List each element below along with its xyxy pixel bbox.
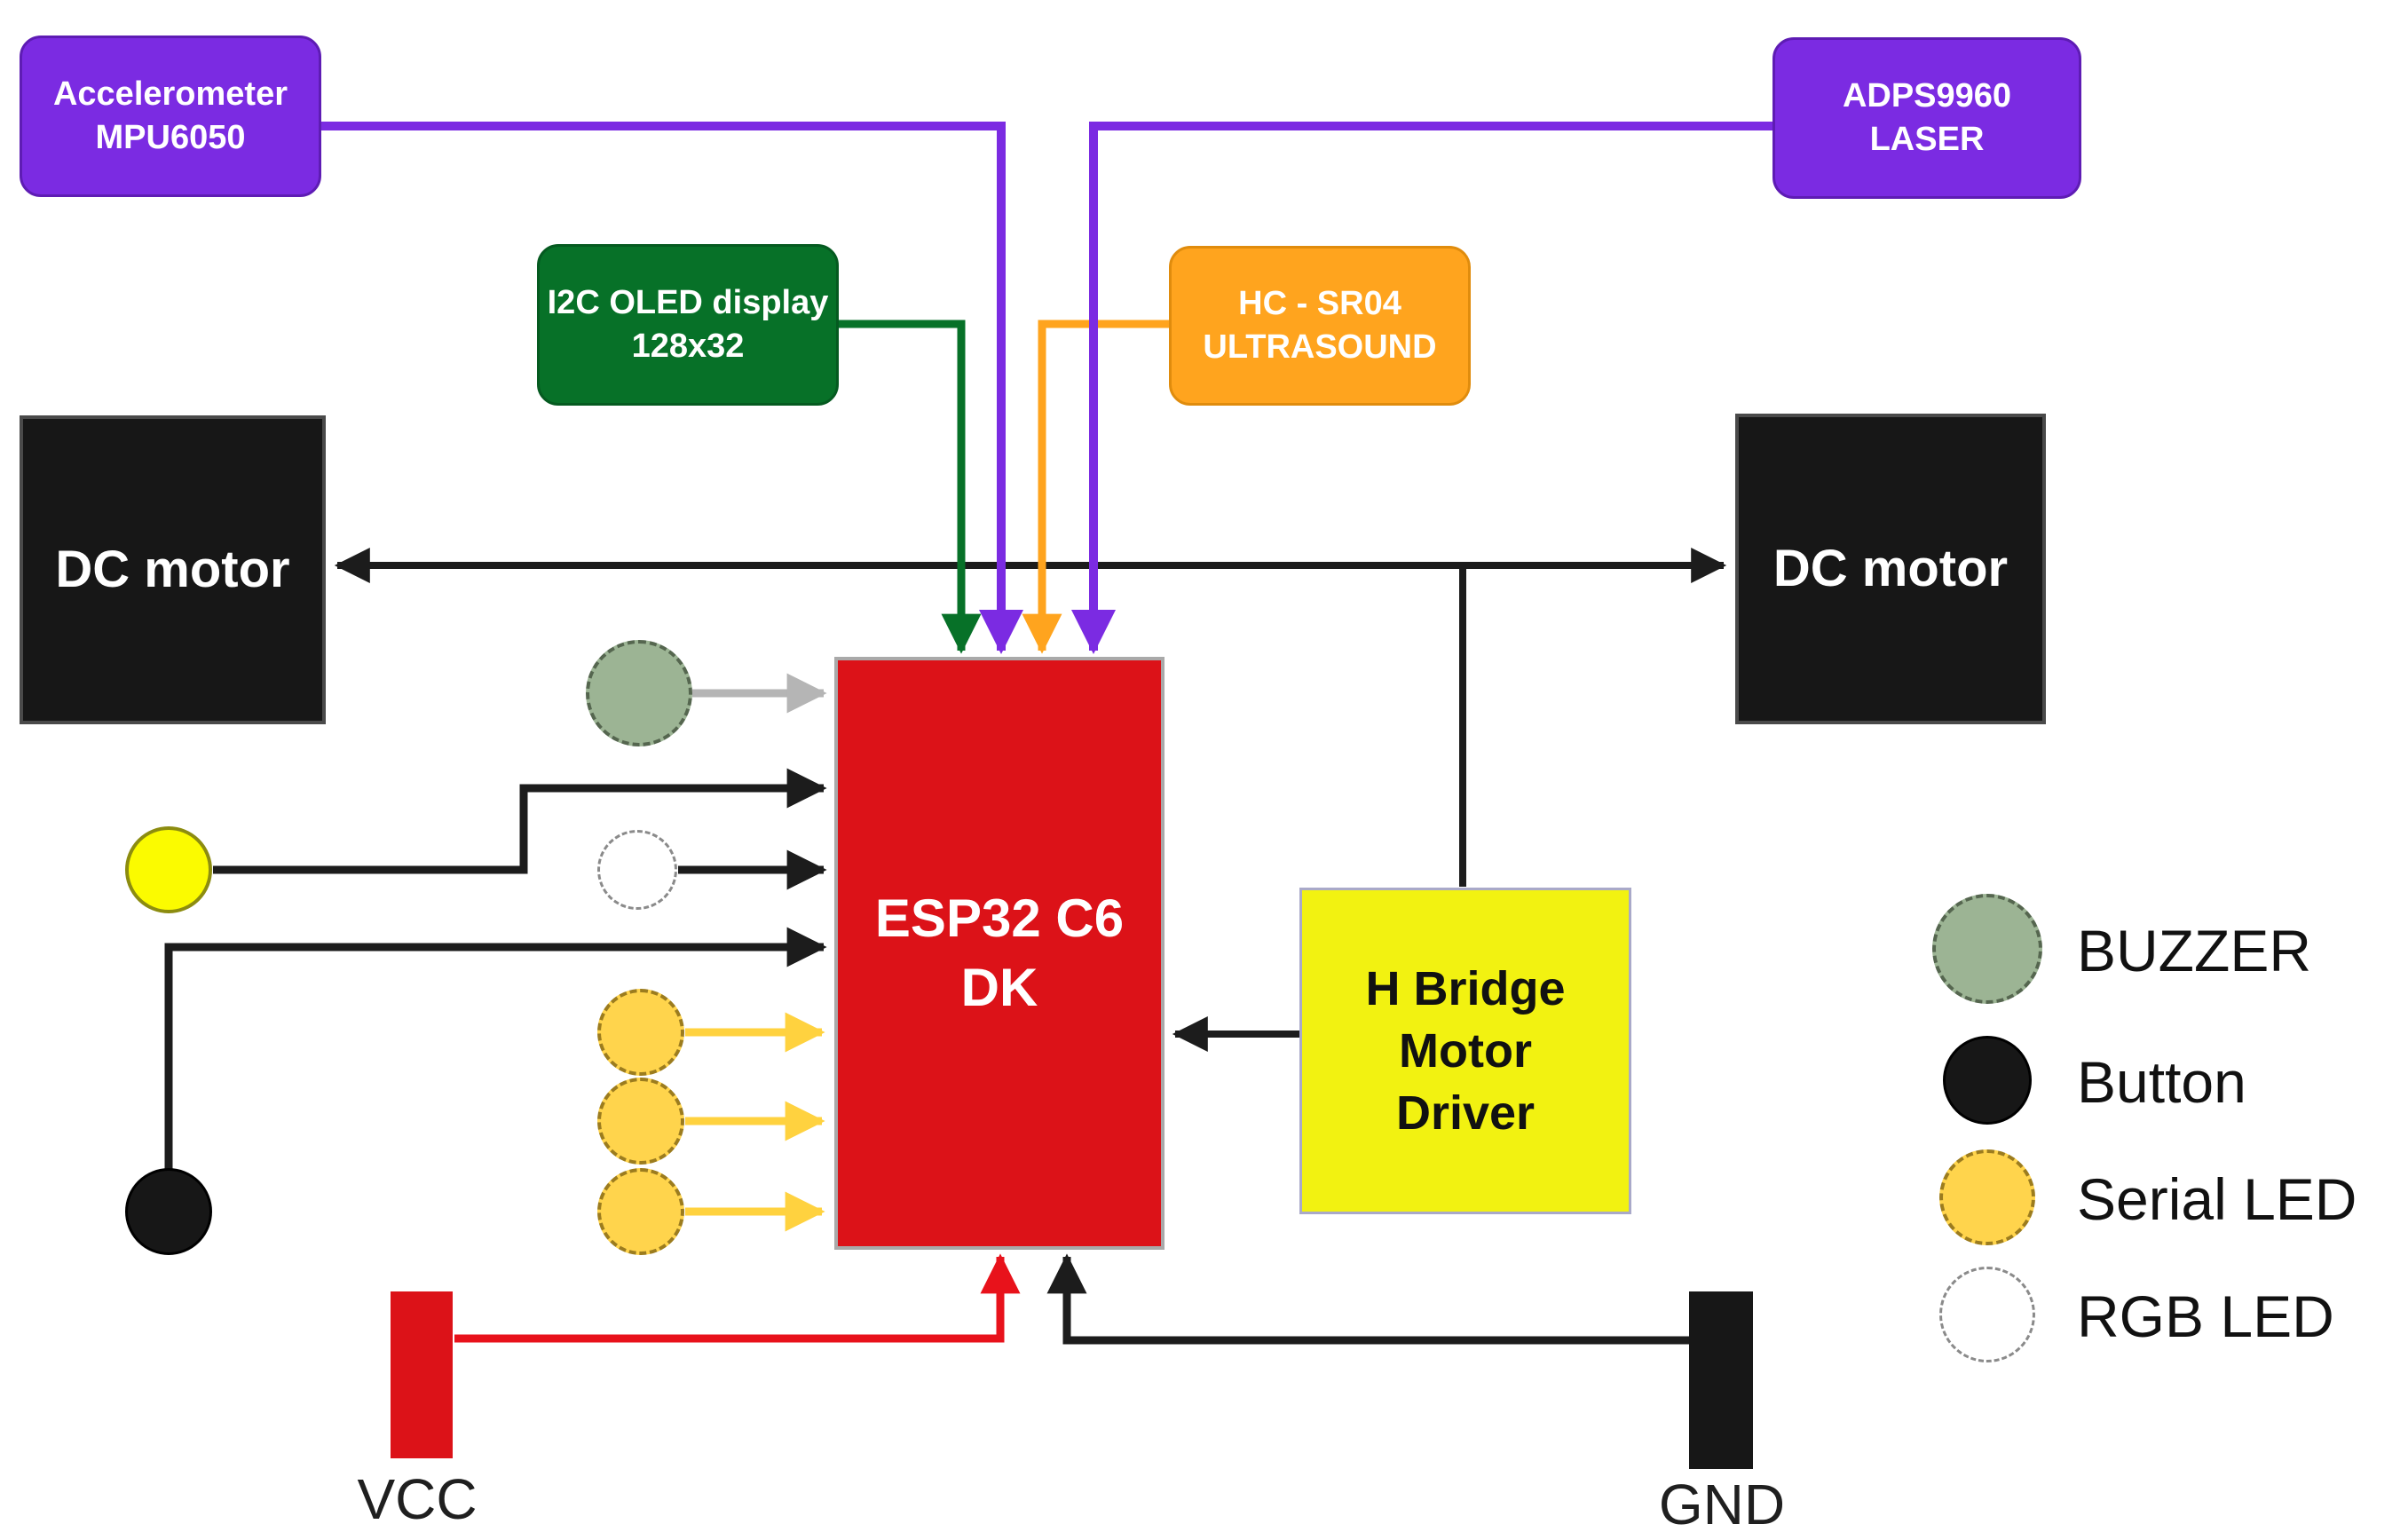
- buzzer-circle: [586, 640, 692, 746]
- legend-button-swatch: [1943, 1036, 2032, 1125]
- node-laser: ADPS9960 LASER: [1772, 37, 2081, 199]
- node-ultrasound: HC - SR04 ULTRASOUND: [1169, 246, 1471, 406]
- wire-yellow-button-to-esp32: [213, 768, 827, 874]
- node-dc-motor-left: DC motor: [20, 415, 326, 724]
- serial-led-1-circle: [597, 989, 684, 1076]
- wire-accelerometer-to-esp32: [320, 122, 1023, 655]
- gnd-bar: [1689, 1291, 1753, 1469]
- vcc-label: VCC: [357, 1467, 478, 1531]
- h-bridge-label-line1: H Bridge: [1365, 961, 1566, 1015]
- legend-buzzer-swatch: [1932, 894, 2042, 1004]
- legend-button-label: Button: [2077, 1049, 2246, 1115]
- node-oled-display: I2C OLED display 128x32: [537, 244, 839, 406]
- wire-laser-to-esp32: [1071, 122, 1772, 655]
- wire-vcc-to-esp32: [454, 1253, 1021, 1343]
- serial-led-3-circle: [597, 1168, 684, 1255]
- accelerometer-label-line2: MPU6050: [95, 119, 246, 156]
- h-bridge-label-line3: Driver: [1395, 1086, 1536, 1141]
- legend-buzzer-label: BUZZER: [2077, 918, 2311, 983]
- rgb-led-circle: [597, 830, 677, 910]
- button-circle: [125, 1168, 212, 1255]
- node-esp32: ESP32 C6 DK: [834, 657, 1165, 1250]
- dc-motor-left-label: DC motor: [55, 541, 290, 599]
- laser-label-line2: LASER: [1869, 121, 1985, 158]
- gnd-label: GND: [1658, 1473, 1786, 1532]
- oled-label-line2: 128x32: [631, 328, 745, 365]
- wire-oled-to-esp32: [837, 320, 982, 654]
- laser-label-line1: ADPS9960: [1842, 76, 2012, 115]
- oled-label-line1: I2C OLED display: [547, 283, 829, 321]
- legend-rgb-led-label: RGB LED: [2077, 1283, 2334, 1349]
- wire-gnd-to-esp32: [1046, 1253, 1689, 1345]
- node-h-bridge: H Bridge Motor Driver: [1299, 888, 1631, 1214]
- yellow-button-circle: [125, 826, 212, 913]
- h-bridge-label-line2: Motor: [1399, 1023, 1532, 1078]
- node-dc-motor-right: DC motor: [1735, 414, 2046, 724]
- dc-motor-right-label: DC motor: [1772, 540, 2009, 598]
- node-accelerometer: Accelerometer MPU6050: [20, 36, 321, 197]
- ultrasound-label-line2: ULTRASOUND: [1203, 328, 1437, 366]
- serial-led-2-circle: [597, 1078, 684, 1165]
- ultrasound-label-line1: HC - SR04: [1238, 284, 1401, 322]
- accelerometer-label-line1: Accelerometer: [52, 75, 288, 113]
- esp32-label: ESP32 C6 DK: [874, 888, 1125, 1017]
- legend-serial-led-label: Serial LED: [2077, 1166, 2357, 1232]
- wire-ultrasound-to-esp32: [1022, 320, 1169, 654]
- legend-rgb-led-swatch: [1939, 1267, 2035, 1362]
- wire-button-to-esp32: [164, 927, 827, 1172]
- legend-serial-led-swatch: [1939, 1149, 2035, 1245]
- vcc-bar: [391, 1291, 453, 1458]
